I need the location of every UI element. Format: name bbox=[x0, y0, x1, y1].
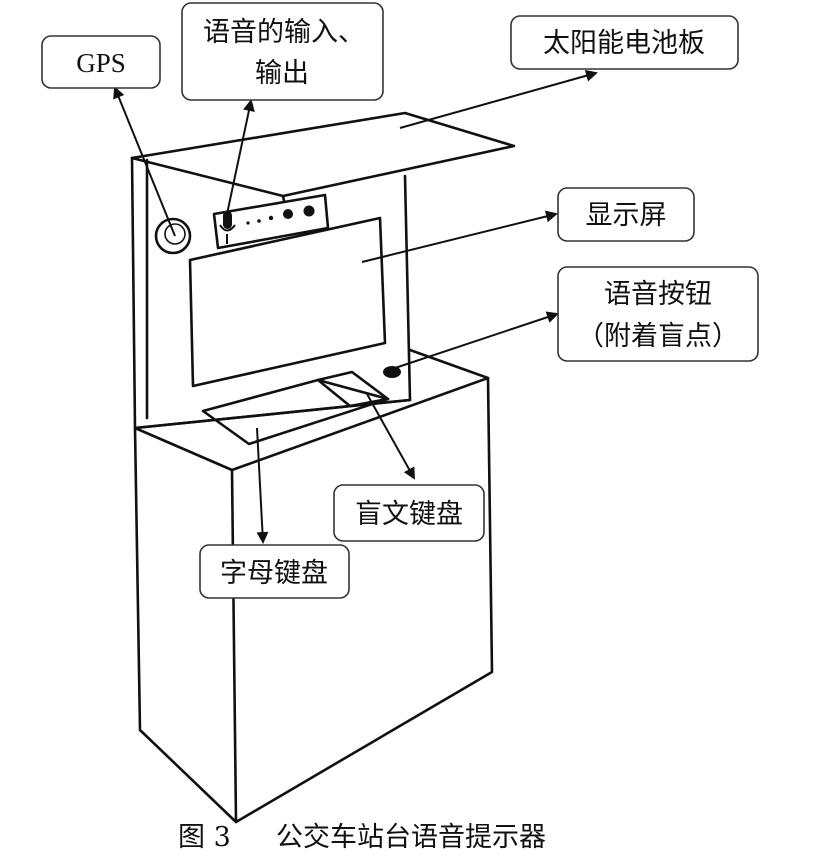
kiosk-illustration bbox=[130, 111, 516, 824]
kiosk-details bbox=[223, 205, 401, 378]
label-boxes bbox=[41, 2, 759, 599]
display-screen-shape bbox=[188, 216, 387, 388]
voice-io-label-line2: 输出 bbox=[255, 58, 309, 89]
microphone-stand bbox=[219, 224, 236, 244]
letter-keyboard-label-box bbox=[199, 544, 350, 599]
letter-keyboard-arrow bbox=[256, 427, 269, 544]
solar-panel-label-box bbox=[510, 15, 739, 70]
speaker-dot-icon bbox=[246, 221, 250, 225]
figure-caption: 公交车站台语音提示器 bbox=[276, 822, 546, 853]
voice-button-label-line1: 语音按钮 bbox=[604, 279, 712, 310]
letter-keyboard-label: 字母键盘 bbox=[220, 558, 328, 589]
voice-button-label-box bbox=[557, 266, 759, 362]
gps-module-shape bbox=[154, 217, 192, 255]
voice-io-label-line1: 语音的输入、 bbox=[203, 17, 365, 48]
voice-io-label-box bbox=[181, 2, 384, 101]
figure-number: 图 3 bbox=[178, 822, 231, 853]
desk-shape bbox=[133, 348, 490, 472]
display-screen-label: 显示屏 bbox=[586, 200, 667, 231]
cabinet-shape bbox=[133, 376, 494, 824]
solar-panel-label: 太阳能电池板 bbox=[543, 28, 705, 59]
braille-keyboard-label-box bbox=[333, 484, 485, 542]
speaker-strip-shape bbox=[212, 193, 330, 250]
voice-io-arrow bbox=[226, 99, 255, 215]
gps-label: GPS bbox=[76, 48, 126, 78]
solar-panel-shape bbox=[130, 111, 516, 203]
braille-keyboard-label: 盲文键盘 bbox=[355, 499, 463, 530]
braille-keyboard-shape bbox=[316, 370, 390, 408]
speaker-dot-icon bbox=[268, 215, 274, 221]
leader-lines bbox=[113, 69, 598, 544]
voice-button-arrow bbox=[394, 311, 559, 369]
speaker-dot-icon bbox=[283, 209, 293, 219]
gps-label-box bbox=[41, 35, 161, 89]
speaker-dot-icon bbox=[257, 219, 261, 223]
upper-panel-shape bbox=[130, 156, 412, 430]
microphone-icon bbox=[223, 211, 232, 229]
speaker-dot-icon bbox=[303, 205, 315, 217]
display-label-box bbox=[557, 187, 695, 242]
gps-module-inner bbox=[164, 223, 186, 245]
voice-button-label-line2: （附着盲点） bbox=[577, 321, 739, 352]
display-arrow bbox=[361, 210, 558, 263]
solar-panel-arrow bbox=[399, 69, 598, 129]
gps-arrow bbox=[113, 86, 176, 237]
braille-keyboard-arrow bbox=[366, 393, 415, 480]
voice-button-shape bbox=[383, 366, 401, 378]
